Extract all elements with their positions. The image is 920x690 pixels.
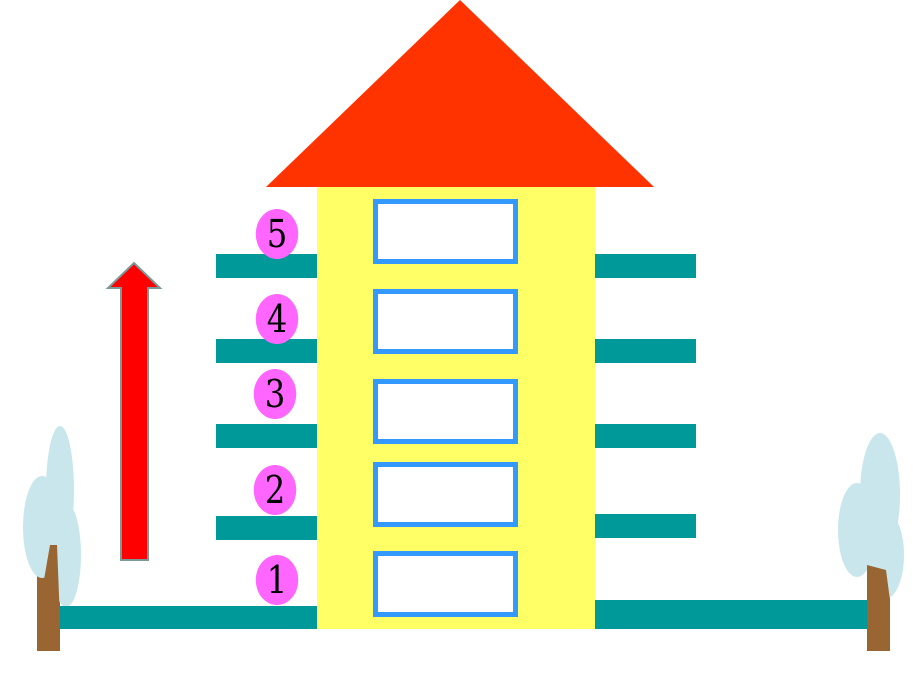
- balcony-right-3: [595, 424, 696, 448]
- balcony-left-5: [216, 254, 317, 278]
- ground-right: [595, 600, 867, 629]
- floor-badge-4: 4: [255, 294, 299, 344]
- balcony-left-2: [216, 516, 317, 540]
- window-floor-3: [373, 379, 518, 444]
- floor-badge-3: 3: [253, 369, 297, 419]
- window-floor-1: [373, 551, 518, 617]
- window-floor-5: [373, 199, 518, 264]
- left-tree-icon: [23, 426, 81, 651]
- ground-left: [60, 606, 317, 629]
- balcony-left-3: [216, 424, 317, 448]
- window-floor-2: [373, 462, 518, 527]
- balcony-left-4: [216, 339, 317, 363]
- floor-badge-5: 5: [255, 209, 299, 259]
- window-floor-4: [373, 289, 518, 354]
- floor-badge-1: 1: [255, 555, 299, 605]
- balcony-right-4: [595, 339, 696, 363]
- balcony-right-2: [595, 514, 696, 538]
- floor-badge-2: 2: [253, 465, 297, 515]
- roof: [266, 0, 654, 187]
- balcony-right-5: [595, 254, 696, 278]
- right-tree-icon: [838, 433, 904, 651]
- up-arrow-icon: [105, 261, 163, 561]
